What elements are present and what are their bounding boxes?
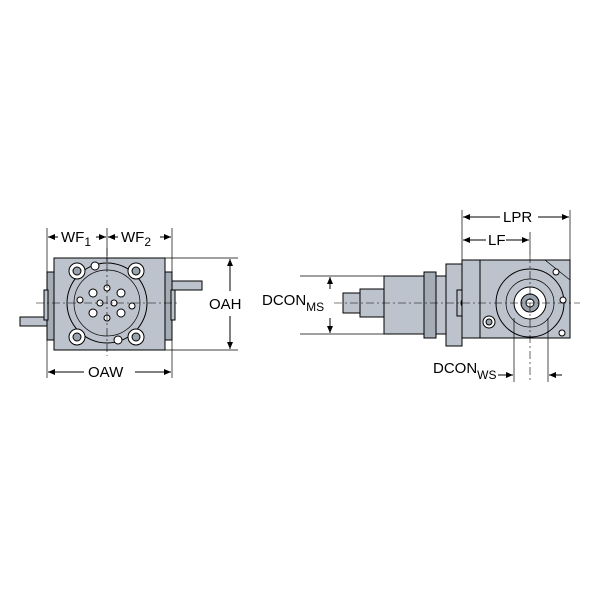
wf1-label: WF1 [61, 229, 91, 249]
side-dimensions: DCONMS LPR LF DCONWS [262, 209, 571, 382]
lf-label: LF [488, 232, 506, 249]
lpr-label: LPR [503, 209, 532, 226]
front-shaft-right [171, 280, 203, 291]
oaw-label: OAW [88, 364, 124, 381]
oah-label: OAH [209, 296, 242, 313]
front-view [19, 248, 203, 356]
wf2-label: WF2 [121, 229, 151, 249]
dcon-ms-label: DCONMS [262, 292, 324, 314]
dcon-ws-label: DCONWS [433, 360, 497, 382]
side-view [334, 255, 580, 382]
front-dimensions: WF1 WF2 OAW OAH [46, 228, 242, 381]
